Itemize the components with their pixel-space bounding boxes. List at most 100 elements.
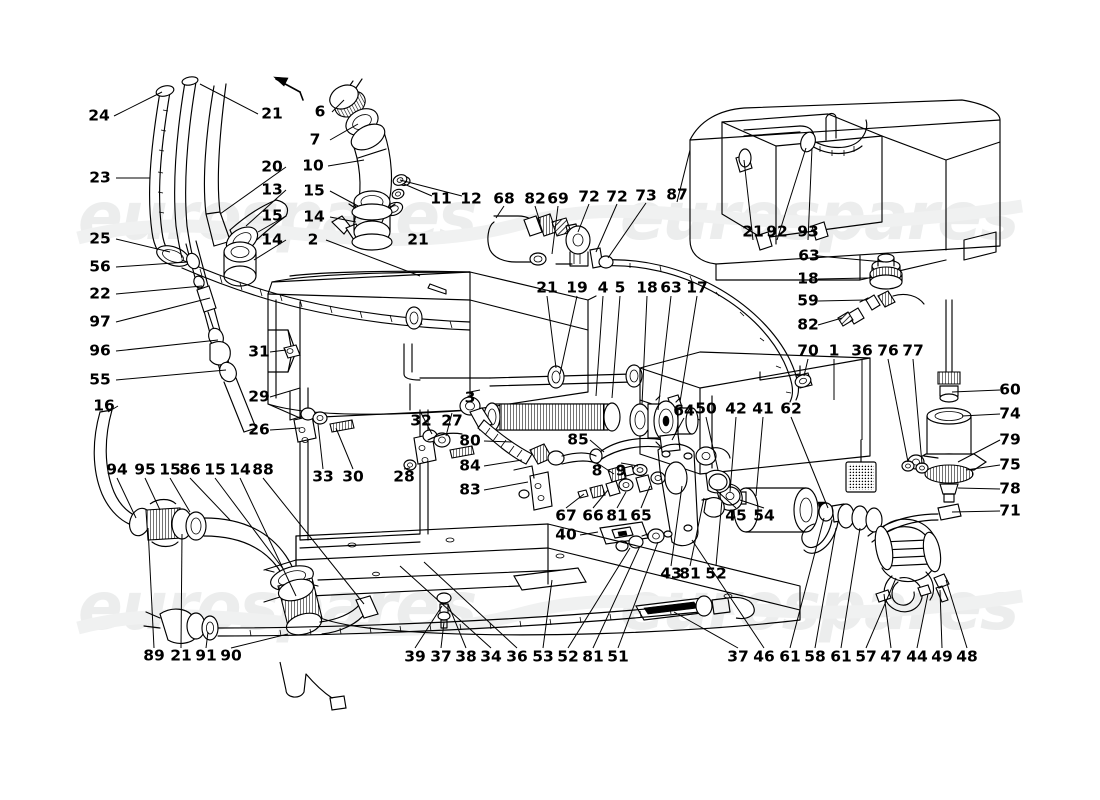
callout-number: 49 [931, 647, 953, 666]
callout-number: 33 [312, 467, 334, 486]
right-fuel-tank [689, 99, 1001, 281]
connector-14c [277, 577, 323, 636]
callout-number: 15 [204, 460, 226, 479]
callout-number: 74 [999, 404, 1021, 423]
callout-number: 57 [855, 647, 877, 666]
callout-number: 73 [635, 186, 657, 205]
callout-number: 32 [410, 411, 432, 430]
connector-14b [223, 241, 257, 287]
callout-number: 52 [557, 647, 579, 666]
callout-number: 4 [597, 278, 609, 297]
callout-number: 63 [660, 278, 682, 297]
accumulator-57 [874, 518, 942, 601]
clamp-15 [348, 203, 396, 221]
callout-number: 58 [804, 647, 826, 666]
bushing-51 [641, 528, 665, 544]
washer-77 [915, 462, 929, 474]
callout-number: 85 [567, 430, 589, 449]
callout-number: 91 [195, 646, 217, 665]
watermark-swoosh [76, 199, 1024, 636]
callout-number: 5 [614, 278, 626, 297]
callout-number: 43 [660, 564, 682, 583]
callout-number: 15 [159, 460, 181, 479]
tank-tab-31 [283, 344, 301, 359]
callout-number: 67 [555, 506, 577, 525]
callout-number: 37 [727, 647, 749, 666]
callout-number: 51 [607, 647, 629, 666]
fitting-89 [143, 608, 219, 644]
callout-number: 81 [679, 564, 701, 583]
washer-81a [618, 478, 634, 492]
callout-number: 84 [459, 456, 481, 475]
callout-number: 52 [705, 564, 727, 583]
fuel-pump-41 [695, 446, 847, 533]
callout-number: 47 [880, 647, 902, 666]
callout-number: 39 [404, 647, 426, 666]
callout-number: 71 [999, 501, 1021, 520]
callout-number: 50 [695, 399, 717, 418]
callout-number: 87 [666, 185, 688, 204]
callout-number: 61 [830, 647, 852, 666]
main-fuel-pipe [181, 259, 471, 331]
callout-number: 14 [303, 207, 325, 226]
callout-number: 90 [220, 646, 242, 665]
washer-12 [391, 174, 408, 200]
callout-number: 83 [459, 480, 481, 499]
callout-number: 16 [93, 396, 115, 415]
callout-number: 37 [430, 647, 452, 666]
callout-number: 25 [89, 229, 111, 248]
fitting-66 [605, 480, 621, 497]
callout-number: 30 [342, 467, 364, 486]
callout-number: 20 [261, 157, 283, 176]
callout-number: 40 [555, 525, 577, 544]
clamp-15b [351, 233, 393, 251]
callout-number: 27 [441, 411, 463, 430]
callout-number: 68 [493, 189, 515, 208]
callout-number: 44 [906, 647, 928, 666]
callout-number: 97 [89, 312, 111, 331]
callout-number: 92 [766, 222, 788, 241]
callout-number: 53 [532, 647, 554, 666]
callout-number: 18 [636, 278, 658, 297]
callout-number: 45 [725, 506, 747, 525]
callout-number: 34 [480, 647, 502, 666]
callout-number: 66 [582, 506, 604, 525]
right-lower-tank [639, 351, 877, 493]
callout-number: 38 [455, 647, 477, 666]
callout-number: 46 [753, 647, 775, 666]
callout-number: 14 [229, 460, 251, 479]
callout-number: 14 [261, 230, 283, 249]
callout-number: 76 [877, 341, 899, 360]
callout-number: 9 [615, 461, 627, 480]
callout-number: 42 [725, 399, 747, 418]
callout-number: 36 [506, 647, 528, 666]
callout-number: 15 [261, 206, 283, 225]
callout-number: 82 [797, 315, 819, 334]
tank-vent-pipe-20 [203, 83, 232, 247]
sensor-connector-59 [837, 290, 925, 327]
callout-number: 89 [143, 646, 165, 665]
callout-number: 17 [686, 278, 708, 297]
callout-number: 55 [89, 370, 111, 389]
direction-arrow-icon [273, 76, 304, 101]
tank-strap-left [289, 387, 421, 549]
hose-85 [589, 433, 681, 464]
callout-number: 75 [999, 455, 1021, 474]
callout-number: 8 [591, 461, 603, 480]
callout-number: 11 [430, 189, 452, 208]
callout-number: 48 [956, 647, 978, 666]
callout-number: 13 [261, 180, 283, 199]
fitting-67 [577, 484, 606, 499]
fuel-filter-74 [867, 299, 988, 543]
callout-number: 41 [752, 399, 774, 418]
washer-76 [901, 460, 915, 472]
callout-number: 69 [547, 189, 569, 208]
grommet-91 [279, 661, 347, 711]
callout-number: 15 [303, 181, 325, 200]
callout-number: 54 [753, 506, 775, 525]
callout-number: 78 [999, 479, 1021, 498]
callout-number: 56 [89, 257, 111, 276]
callout-number: 26 [248, 420, 270, 439]
